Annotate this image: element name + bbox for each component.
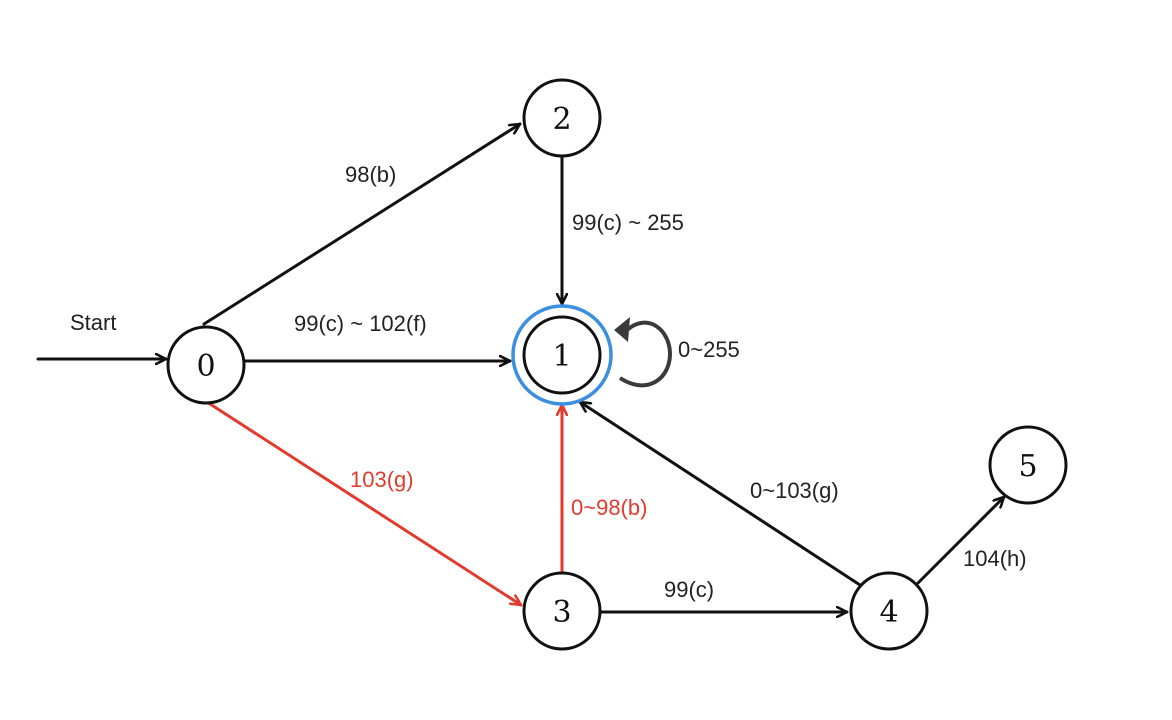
self-loop	[618, 320, 673, 388]
node-label: 1	[552, 339, 571, 374]
edge-label-2-1: 99(c) ~ 255	[572, 210, 684, 235]
state-node-4: 4	[849, 571, 929, 651]
edge-3-1: 0~98(b)	[562, 403, 647, 575]
start-transition: Start	[36, 310, 168, 359]
node-circle	[849, 571, 929, 651]
edge-0-1: 99(c) ~ 102(f)	[243, 311, 512, 361]
edge-label-3-1: 0~98(b)	[571, 495, 647, 520]
edge-line	[205, 400, 523, 607]
edge-label-0-1: 99(c) ~ 102(f)	[294, 311, 427, 336]
node-label: 5	[1018, 449, 1037, 484]
state-node-1-accepting: 1	[511, 304, 613, 406]
node-circle	[988, 425, 1068, 505]
state-node-0: 0	[166, 325, 246, 405]
start-label: Start	[70, 310, 116, 335]
node-label: 4	[879, 595, 898, 630]
state-node-5: 5	[988, 425, 1068, 505]
node-label: 3	[552, 595, 571, 630]
edge-4-1: 0~103(g)	[578, 400, 862, 587]
edge-line	[578, 400, 862, 587]
state-node-3: 3	[522, 571, 602, 651]
node-label: 0	[196, 349, 215, 384]
state-node-2: 2	[522, 78, 602, 158]
edge-3-4: 99(c)	[599, 577, 849, 612]
edge-label-3-4: 99(c)	[664, 577, 714, 602]
edge-line	[916, 495, 1006, 585]
edge-label-4-5: 104(h)	[963, 546, 1027, 571]
edge-label-4-1: 0~103(g)	[750, 478, 839, 503]
node-circle	[166, 325, 246, 405]
edge-label-0-3: 103(g)	[350, 467, 414, 492]
edge-line	[202, 122, 522, 326]
node-circle	[522, 78, 602, 158]
edge-label-0-2: 98(b)	[345, 162, 396, 187]
edge-4-5: 104(h)	[916, 495, 1027, 585]
edge-0-2: 98(b)	[202, 122, 522, 326]
edge-1-1-loop: 0~255	[614, 317, 740, 388]
edge-0-3: 103(g)	[205, 400, 523, 607]
edge-label-1-1: 0~255	[678, 337, 740, 362]
edge-2-1: 99(c) ~ 255	[562, 155, 684, 306]
node-circle	[522, 571, 602, 651]
self-loop-arrowhead	[614, 317, 630, 342]
accept-ring	[511, 304, 613, 406]
node-label: 2	[552, 102, 571, 137]
node-circle	[522, 315, 602, 395]
